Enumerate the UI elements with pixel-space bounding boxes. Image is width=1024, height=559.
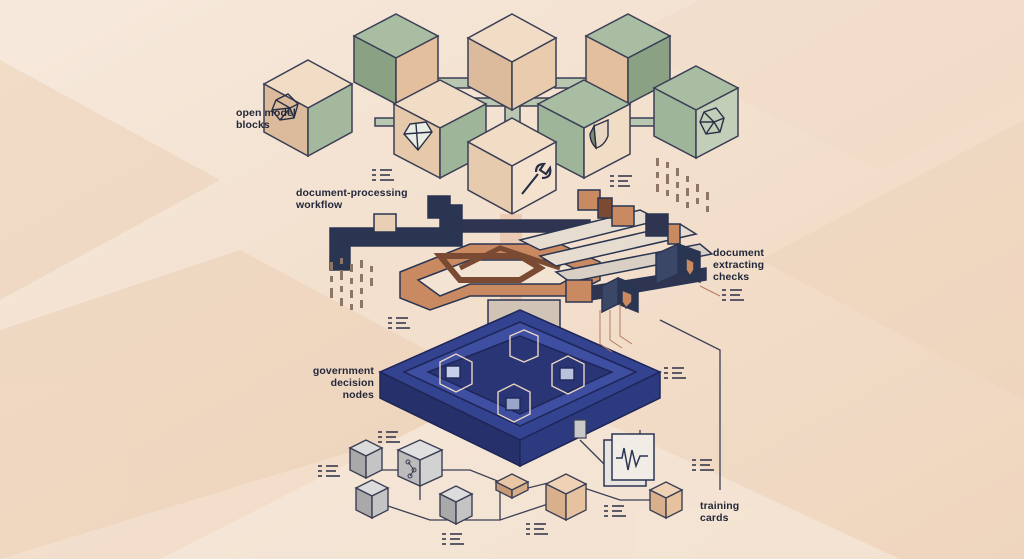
check-block-mid	[601, 276, 639, 314]
model-block-left	[262, 59, 354, 158]
decision-basin	[378, 309, 662, 468]
label-document-workflow-line2: workflow	[296, 199, 343, 211]
shield-icon	[685, 256, 695, 278]
label-document-checks-line1: document	[713, 247, 764, 259]
label-document-checks-line2: extracting	[713, 259, 765, 271]
label-document-workflow-line1: document-processing	[296, 187, 408, 199]
network-icon	[405, 459, 417, 479]
label-training-cards: training cards	[700, 500, 739, 524]
label-government-nodes-line1: government	[312, 365, 374, 377]
model-block-top-right	[584, 13, 672, 106]
training-card-peach-3	[648, 481, 684, 520]
shield-icon	[589, 118, 609, 150]
label-government-nodes: government decision nodes	[300, 365, 374, 401]
training-card-grey-3	[438, 485, 474, 526]
label-government-nodes-line3: nodes	[342, 389, 374, 401]
label-training-cards-line2: cards	[700, 512, 729, 524]
training-card-grey-2	[354, 479, 390, 520]
model-block-center	[466, 117, 558, 216]
wrench-icon	[521, 162, 552, 195]
label-government-nodes-line2: decision	[330, 377, 374, 389]
text-line-markers	[318, 169, 744, 545]
label-document-checks: document extracting checks	[713, 247, 764, 283]
decision-node-hexes	[439, 329, 585, 423]
training-card-peach-2	[544, 473, 588, 522]
label-training-cards-line1: training	[700, 500, 740, 512]
label-open-model-blocks: open model blocks	[236, 107, 296, 131]
polyhedron-icon	[699, 107, 725, 135]
gem-icon	[403, 121, 433, 152]
check-block-right	[655, 242, 701, 286]
training-card-grey-1	[348, 439, 384, 480]
label-open-model-blocks-line2: blocks	[236, 119, 270, 131]
workflow-blocks	[427, 189, 681, 303]
label-document-checks-line3: checks	[713, 271, 750, 283]
thin-connectors	[599, 285, 721, 353]
training-card-network	[396, 439, 444, 488]
label-open-model-blocks-line1: open model	[236, 107, 296, 119]
small-node	[573, 419, 587, 439]
label-document-workflow: document-processing workflow	[296, 187, 408, 211]
glyph-columns-right	[656, 158, 709, 212]
polyhedron-icon	[271, 93, 299, 121]
waveform-icon	[603, 433, 655, 487]
model-block-right	[652, 65, 740, 160]
training-card-peach-1	[494, 473, 530, 500]
glyph-columns-left	[330, 258, 373, 310]
model-block-top-center	[466, 13, 558, 112]
